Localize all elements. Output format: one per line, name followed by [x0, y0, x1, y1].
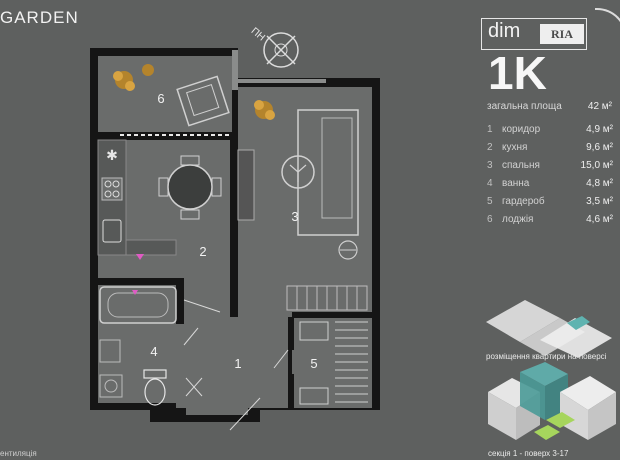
loggia-floor [98, 56, 232, 132]
logo-dim-text: dim [488, 20, 521, 42]
room-number: 5 [487, 196, 493, 207]
section-floors-caption: секція 1 - поверх 3-17 [488, 449, 569, 458]
room-row: 3 спальня 15,0 м² [487, 160, 613, 174]
armchair-icon [176, 75, 230, 127]
tv-stand-icon [237, 149, 255, 221]
room-row: 5 гардероб 3,5 м² [487, 196, 613, 210]
room-label-2: 2 [199, 244, 206, 259]
floor-location-map [486, 300, 612, 358]
room-row: 4 ванна 4,8 м² [487, 178, 613, 192]
loggia-glazing [120, 50, 326, 136]
fridge-snowflake-icon: ✱ [106, 147, 118, 163]
room-area: 9,6 м² [586, 142, 613, 153]
room-name: ванна [502, 178, 530, 189]
room-area: 3,5 м² [586, 196, 613, 207]
room-number: 2 [487, 142, 493, 153]
plant-icon [254, 100, 275, 120]
compass-label: ПН [249, 26, 267, 44]
room-number: 6 [487, 214, 493, 225]
room-name: кухня [502, 142, 528, 153]
room-number: 4 [487, 178, 493, 189]
room-label-3: 3 [291, 209, 298, 224]
room-row: 6 лоджія 4,6 м² [487, 214, 613, 228]
total-area-label: загальна площа [487, 101, 562, 112]
dining-table-icon [158, 155, 222, 220]
room-area: 4,8 м² [586, 178, 613, 189]
logo-ria-badge: RIA [540, 24, 584, 44]
cooktop-icon [101, 177, 123, 201]
wardrobe-shelves [299, 321, 368, 405]
building-section-map [488, 362, 616, 440]
room-number-labels: 6 2 3 4 1 5 [150, 91, 317, 371]
bathroom-floor [98, 285, 176, 403]
room-area: 15,0 м² [580, 160, 613, 171]
room-name: коридор [502, 124, 541, 135]
room-area: 4,9 м² [586, 124, 613, 135]
ventilation-caption: ентиляція [0, 449, 37, 458]
brand-name: GARDEN [0, 8, 79, 27]
compass-icon [263, 32, 299, 68]
coffee-table-icon [281, 155, 315, 189]
room-name: гардероб [502, 196, 545, 207]
corridor-entry [186, 395, 248, 415]
room-row: 1 коридор 4,9 м² [487, 124, 613, 138]
vent-marker-icon [136, 254, 144, 260]
bathtub-icon [99, 286, 177, 324]
svg-text:✱: ✱ [106, 147, 118, 163]
sink-icon [102, 219, 122, 243]
washbasin-icon [99, 339, 121, 363]
radiator-icon [286, 285, 368, 311]
desk-chair-icon [338, 240, 358, 260]
room-label-5: 5 [310, 356, 317, 371]
room-area: 4,6 м² [586, 214, 613, 225]
wardrobe-floor [292, 318, 372, 408]
corner-arc-decoration [595, 8, 620, 40]
internal-walls [98, 262, 372, 408]
room-number: 3 [487, 160, 493, 171]
total-area-value: 42 м² [587, 101, 612, 112]
room-number: 1 [487, 124, 493, 135]
plant-icon [113, 64, 154, 91]
floor-location-caption: розміщення квартири на поверсі [486, 352, 607, 361]
door-swings [183, 299, 289, 431]
washing-machine-icon [99, 374, 123, 398]
room-name: спальня [502, 160, 540, 171]
room-label-1: 1 [234, 356, 241, 371]
apartment-type: 1K [488, 47, 547, 99]
room-row: 2 кухня 9,6 м² [487, 142, 613, 156]
room-label-6: 6 [157, 91, 164, 106]
toilet-icon [143, 369, 167, 406]
room-name: лоджія [502, 214, 534, 225]
room-label-4: 4 [150, 344, 157, 359]
